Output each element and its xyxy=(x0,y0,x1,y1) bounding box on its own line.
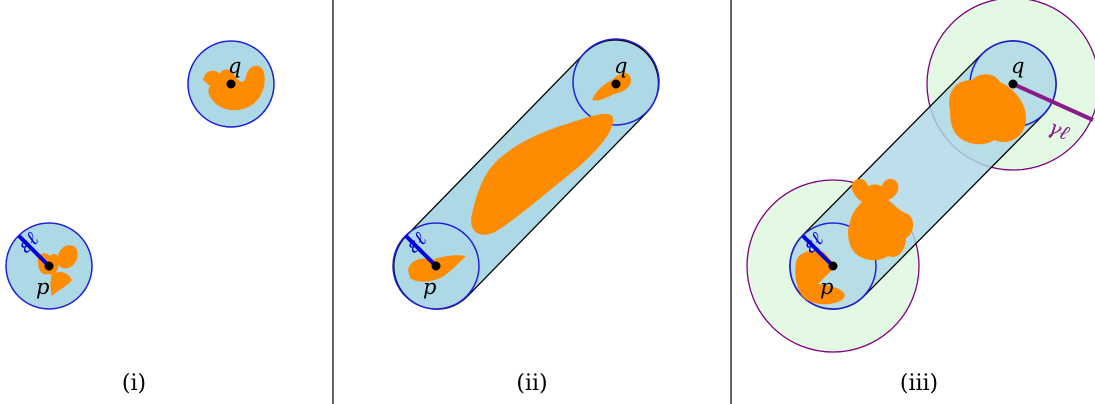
radius-eps-i xyxy=(17,234,51,268)
label-p-ii: p xyxy=(423,275,436,299)
blob-p-3 xyxy=(50,272,72,296)
point-p-i xyxy=(44,261,54,271)
point-q-iii xyxy=(1008,79,1018,89)
radius-gamma-iii xyxy=(1012,82,1094,122)
label-p-iii: p xyxy=(820,275,833,299)
disk-q-ii xyxy=(572,38,660,126)
blob-p-2 xyxy=(57,245,78,269)
blob-q xyxy=(203,65,265,111)
blob-middle-iii xyxy=(848,178,914,261)
point-p-ii xyxy=(431,261,441,271)
caption-i: (i) xyxy=(122,371,146,396)
caption-ii: (ii) xyxy=(516,371,547,396)
radius-eps-iii xyxy=(801,234,835,268)
point-q-i xyxy=(226,79,236,89)
radius-eps-ii xyxy=(404,234,438,268)
caption-iii: (iii) xyxy=(900,371,938,396)
disk-p-iii xyxy=(789,222,877,310)
panel-i: εℓ q p (i) xyxy=(5,40,275,396)
blob-center-ii xyxy=(471,113,614,235)
point-p-iii xyxy=(828,261,838,271)
label-q-iii: q xyxy=(1011,54,1024,78)
point-q-ii xyxy=(611,79,621,89)
panel-ii: εℓ q p (ii) xyxy=(392,38,660,396)
blob-q-iii xyxy=(949,74,1026,145)
label-q-ii: q xyxy=(614,54,627,78)
blob-q-ii xyxy=(592,73,632,101)
label-q-i: q xyxy=(228,54,241,78)
panel-iii: εℓ γℓ q p (iii) xyxy=(746,0,1095,396)
disk-p-ii xyxy=(392,222,480,310)
label-p-i: p xyxy=(36,275,49,299)
